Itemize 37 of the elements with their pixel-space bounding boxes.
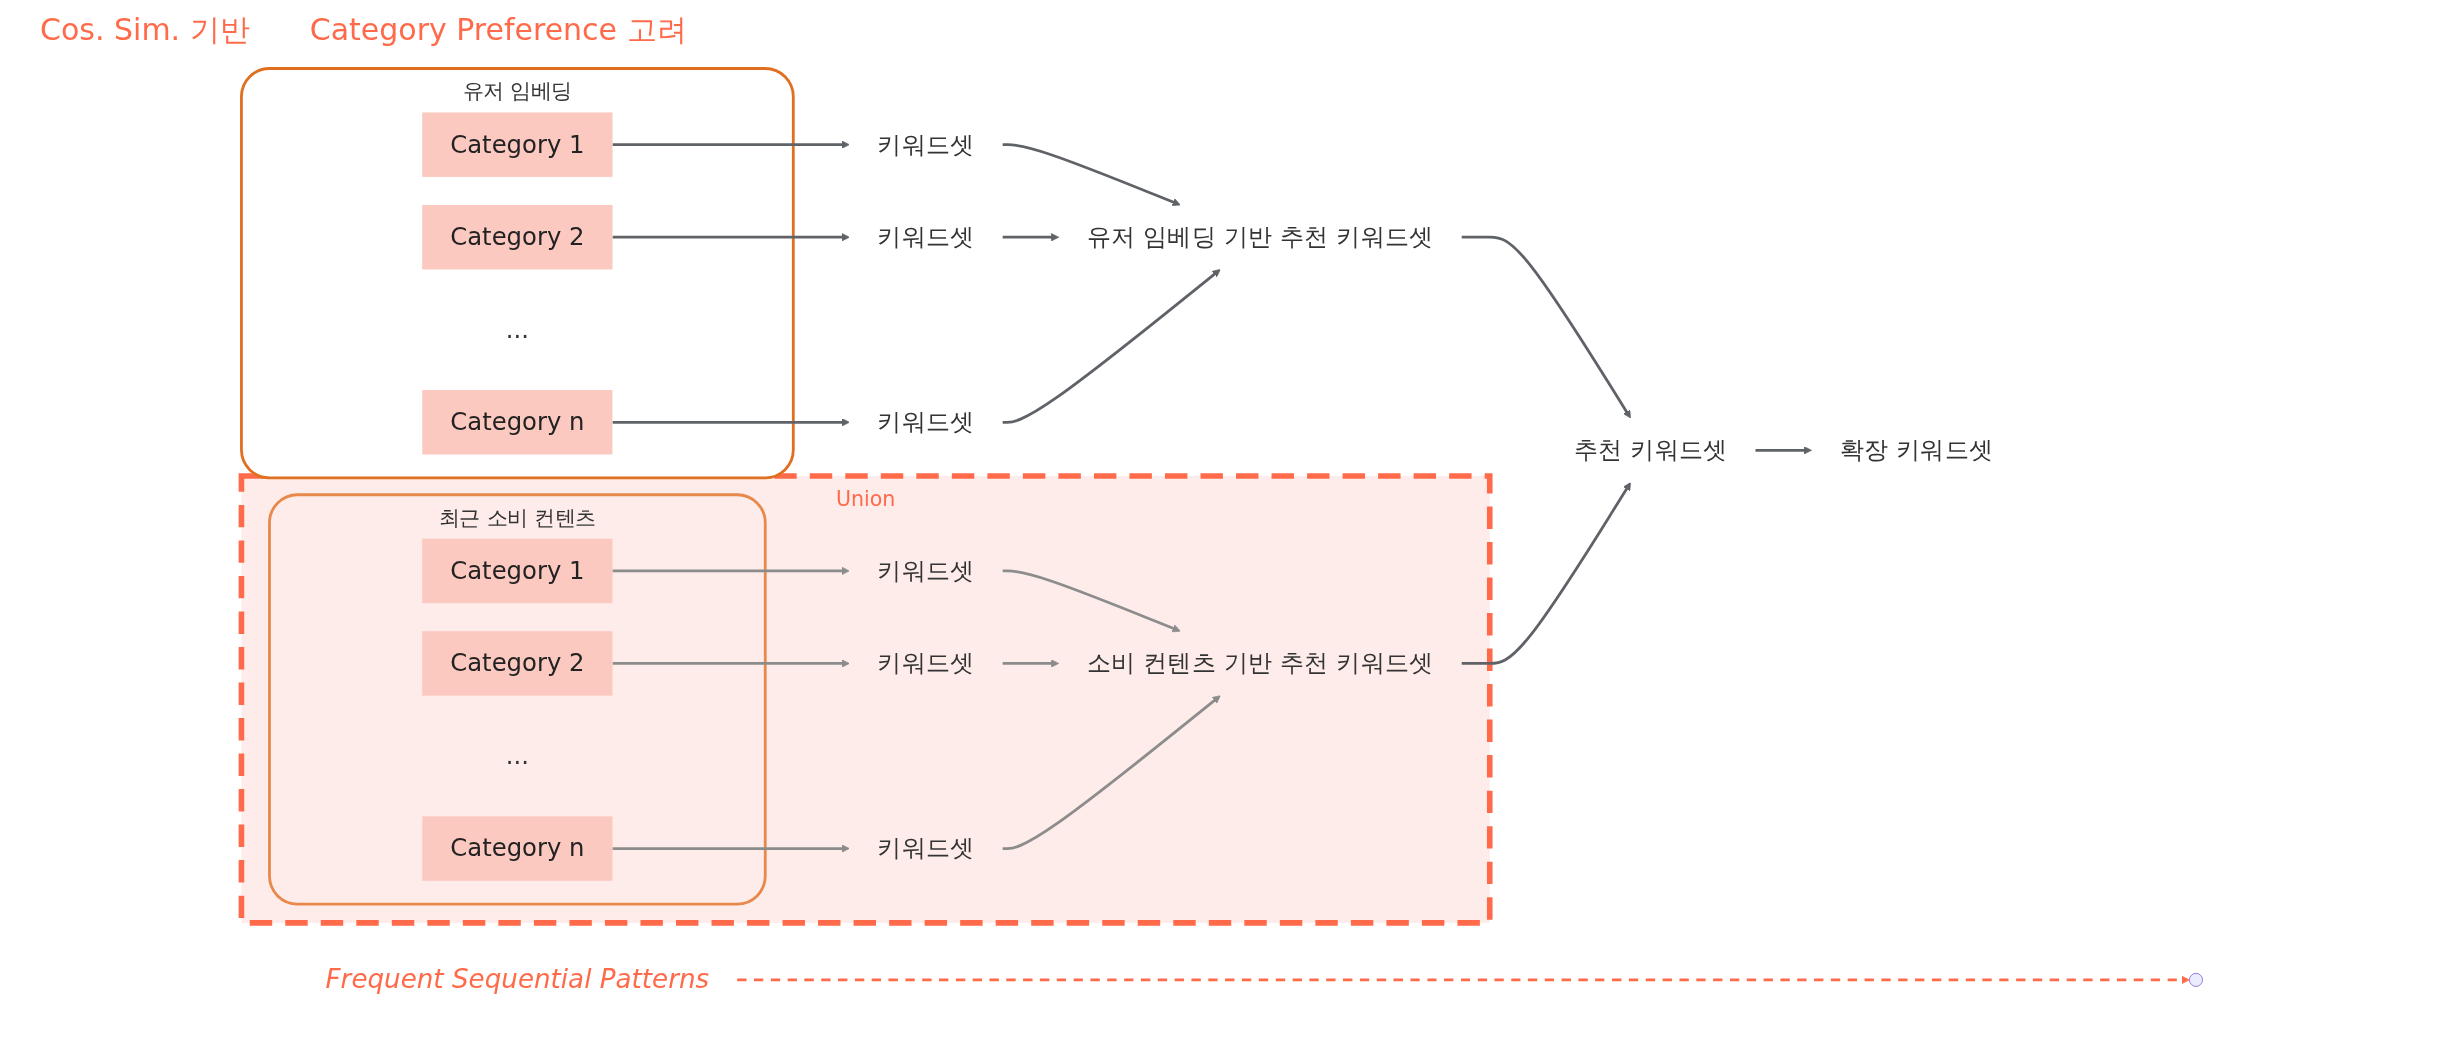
arrow [1002,569,1181,633]
node-text: 추천 키워드셋 [1573,435,1728,464]
node-box: Category n [422,390,613,455]
arrow [1002,695,1221,850]
node-text: 확장 키워드셋 [1839,435,1994,464]
node-text: 키워드셋 [877,556,975,585]
arrow [612,233,850,242]
node-text: 유저 임베딩 기반 추천 키워드셋 [1086,222,1434,251]
node-text: 키워드셋 [877,130,975,159]
node-text: 키워드셋 [877,222,975,251]
node-box: Category 1 [422,112,613,177]
arrow [612,566,850,576]
node-text: ... [505,741,529,770]
arrow [1755,446,1812,455]
arrow [1002,143,1181,206]
arrow [1002,269,1221,424]
node-box: Category n [422,816,613,881]
node-text: 키워드셋 [877,407,975,436]
node-box: Category 2 [422,631,613,696]
node-text: ... [505,315,529,344]
arrow [1002,233,1060,242]
node-box: Category 1 [422,538,613,604]
arrow [612,659,850,668]
arrow [1002,659,1060,668]
arrow [612,140,850,149]
node-box: Category 2 [422,204,613,270]
node-text: 키워드셋 [877,834,975,863]
arrow [1461,235,1631,419]
node-text: 키워드셋 [877,648,975,678]
annotation-label: Cos. Sim. 기반 [40,11,250,49]
arrow [612,844,850,853]
node-text: Frequent Sequential Patterns [325,963,710,995]
arrow [737,975,2190,984]
node-text: 소비 컨텐츠 기반 추천 키워드셋 [1086,648,1434,678]
annotation-label: Category Preference 고려 [309,11,687,49]
arrow [612,418,850,427]
arrow [1461,482,1631,665]
